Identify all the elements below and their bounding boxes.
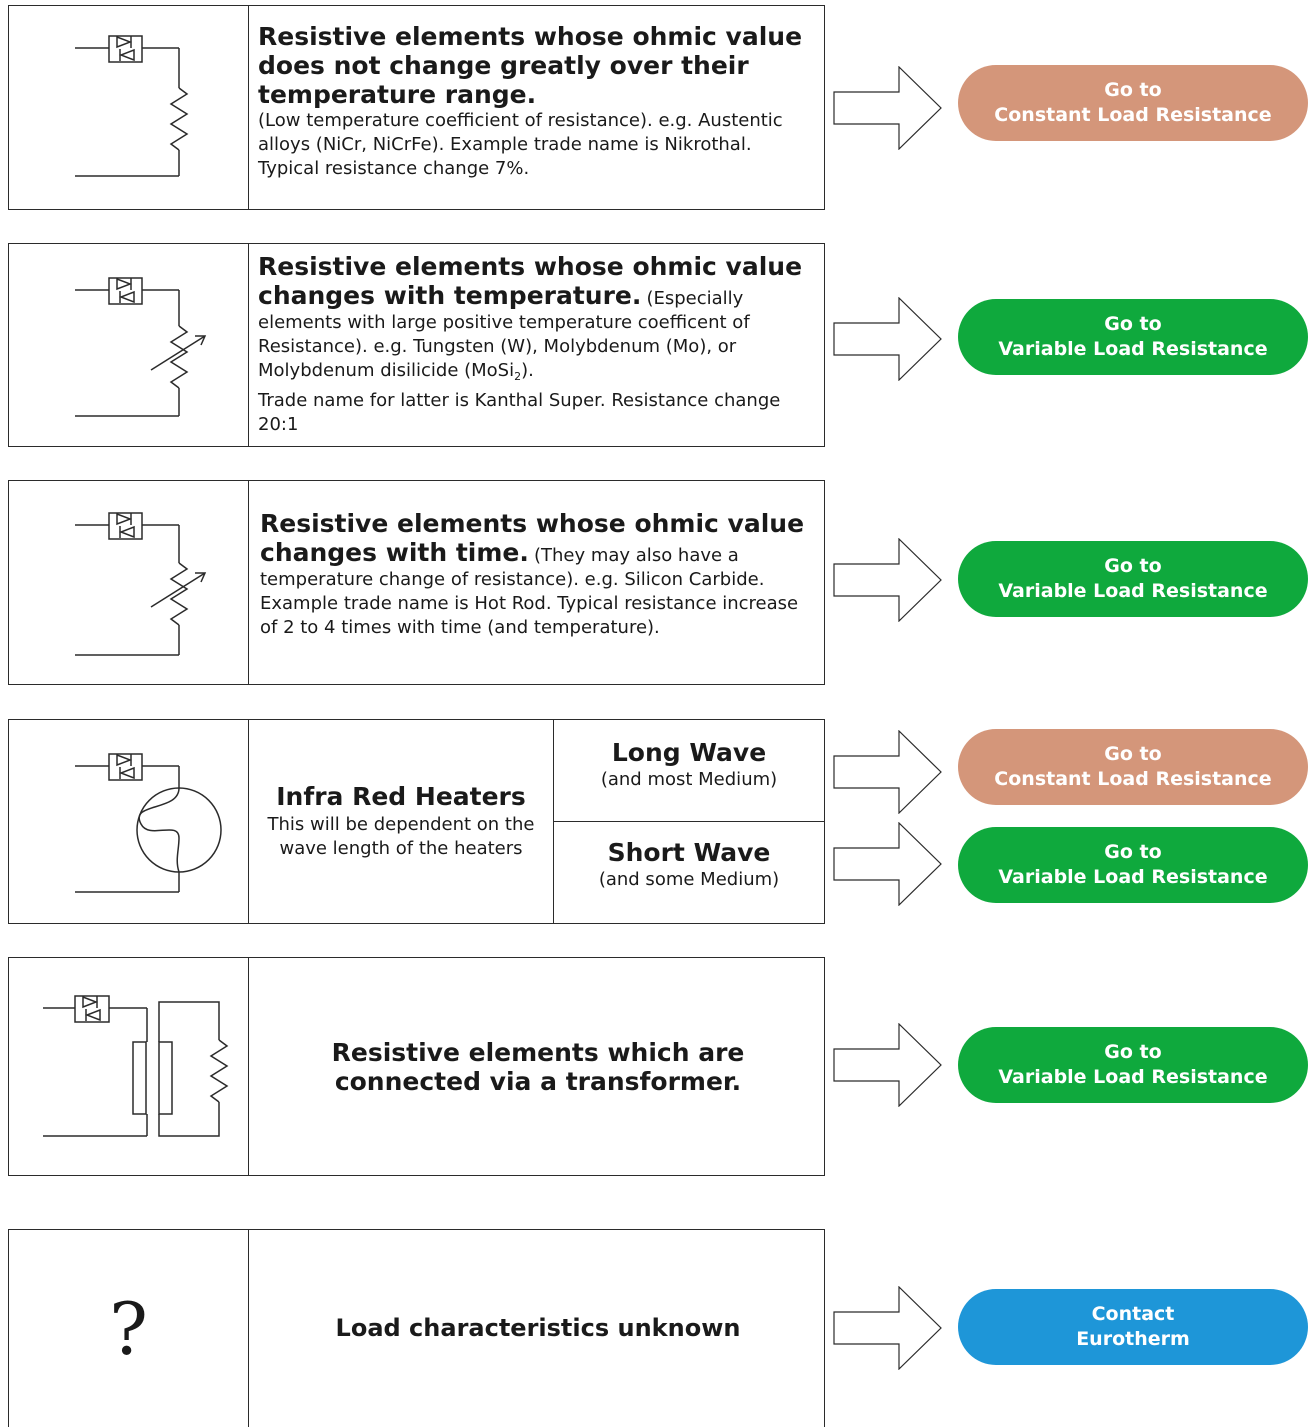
row-heading: Resistive elements whose ohmic value doe… — [258, 22, 803, 109]
go-to-constant-load-button[interactable]: Go to Constant Load Resistance — [958, 65, 1308, 141]
long-wave-cell: Long Wave (and most Medium) — [553, 720, 824, 822]
icon-cell — [9, 244, 249, 446]
thyristor-variable-resistor-icon — [75, 277, 207, 417]
long-wave-title: Long Wave — [611, 738, 767, 767]
go-to-variable-load-button[interactable]: Go to Variable Load Resistance — [958, 827, 1308, 903]
icon-cell — [9, 6, 249, 209]
description-cell: Resistive elements whose ohmic value cha… — [260, 481, 818, 684]
row-body-end: ). — [521, 360, 534, 381]
load-row-temperature: Resistive elements whose ohmic value cha… — [8, 243, 825, 447]
row-heading: Resistive elements which are connected v… — [331, 1037, 745, 1096]
load-row-constant: Resistive elements whose ohmic value doe… — [8, 5, 825, 210]
short-wave-note: (and some Medium) — [598, 869, 780, 890]
contact-eurotherm-button[interactable]: Contact Eurotherm — [958, 1289, 1308, 1365]
icon-cell — [9, 958, 249, 1175]
thyristor-variable-resistor-icon — [75, 512, 207, 656]
row-description: Resistive elements whose ohmic value cha… — [258, 252, 818, 389]
button-line-2: Constant Load Resistance — [994, 104, 1272, 126]
right-arrow-icon — [833, 730, 942, 814]
description-cell: Resistive elements which are connected v… — [258, 958, 818, 1175]
row-body: (They may also have a temperature change… — [260, 545, 799, 638]
thyristor-lamp-icon — [75, 753, 222, 893]
button-line-2: Eurotherm — [1076, 1328, 1190, 1350]
row-heading: Resistive elements whose ohmic value cha… — [258, 252, 803, 310]
description-cell: Resistive elements whose ohmic value cha… — [258, 244, 818, 446]
button-line-2: Variable Load Resistance — [998, 338, 1268, 360]
row-description-2: Trade name for latter is Kanthal Super. … — [258, 390, 781, 436]
thyristor-transformer-icon — [43, 995, 229, 1137]
button-line-2: Constant Load Resistance — [994, 768, 1272, 790]
question-mark-icon: ? — [109, 1286, 148, 1371]
icon-cell — [9, 720, 249, 923]
description-cell: Infra Red Heaters This will be dependent… — [249, 720, 553, 923]
short-wave-cell: Short Wave (and some Medium) — [553, 822, 824, 923]
right-arrow-icon — [833, 297, 942, 381]
button-line-2: Variable Load Resistance — [998, 866, 1268, 888]
button-line-1: Go to — [1104, 1041, 1162, 1063]
right-arrow-icon — [833, 1023, 942, 1107]
short-wave-title: Short Wave — [607, 838, 771, 867]
go-to-variable-load-button[interactable]: Go to Variable Load Resistance — [958, 541, 1308, 617]
button-line-1: Contact — [1091, 1303, 1175, 1325]
description-cell: Resistive elements whose ohmic value doe… — [258, 6, 818, 209]
load-row-time: Resistive elements whose ohmic value cha… — [8, 480, 825, 685]
row-description: (Low temperature coefficient of resistan… — [258, 110, 783, 179]
right-arrow-icon — [833, 538, 942, 622]
right-arrow-icon — [833, 822, 942, 906]
go-to-variable-load-button[interactable]: Go to Variable Load Resistance — [958, 1027, 1308, 1103]
description-cell: Load characteristics unknown — [258, 1230, 818, 1427]
load-row-transformer: Resistive elements which are connected v… — [8, 957, 825, 1176]
right-arrow-icon — [833, 1286, 942, 1370]
icon-cell: ? — [9, 1230, 249, 1427]
go-to-variable-load-button[interactable]: Go to Variable Load Resistance — [958, 299, 1308, 375]
row-body: (Especially elements with large positive… — [258, 288, 750, 381]
subscript: 2 — [514, 370, 522, 384]
load-row-unknown: ? Load characteristics unknown — [8, 1229, 825, 1427]
button-line-2: Variable Load Resistance — [998, 580, 1268, 602]
long-wave-note: (and most Medium) — [600, 769, 778, 790]
button-line-1: Go to — [1104, 313, 1162, 335]
button-line-1: Go to — [1104, 743, 1162, 765]
row-heading: Resistive elements whose ohmic value cha… — [260, 509, 805, 567]
load-row-infrared: Infra Red Heaters This will be dependent… — [8, 719, 825, 924]
go-to-constant-load-button[interactable]: Go to Constant Load Resistance — [958, 729, 1308, 805]
button-line-2: Variable Load Resistance — [998, 1066, 1268, 1088]
thyristor-resistor-icon — [75, 35, 189, 177]
row-heading: Infra Red Heaters — [276, 782, 526, 811]
row-heading: Load characteristics unknown — [335, 1314, 741, 1342]
row-description: This will be dependent on the wave lengt… — [267, 814, 535, 859]
right-arrow-icon — [833, 66, 942, 150]
icon-cell — [9, 481, 249, 684]
button-line-1: Go to — [1104, 79, 1162, 101]
button-line-1: Go to — [1104, 841, 1162, 863]
button-line-1: Go to — [1104, 555, 1162, 577]
